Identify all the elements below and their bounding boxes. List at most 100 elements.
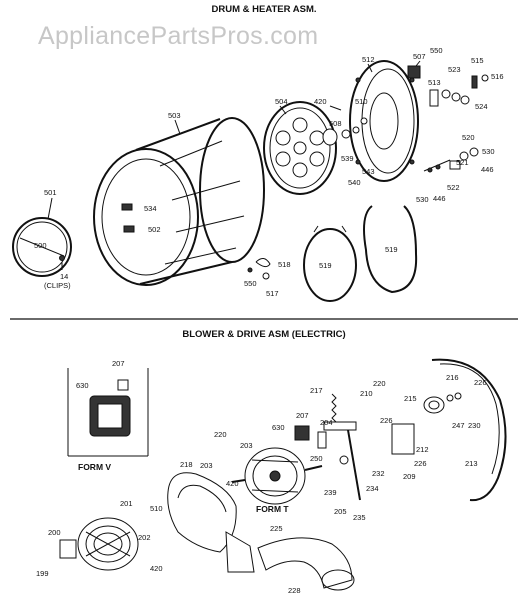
svg-text:539: 539	[341, 154, 354, 163]
svg-text:250: 250	[310, 454, 323, 463]
svg-text:220: 220	[373, 379, 386, 388]
svg-text:226: 226	[414, 459, 427, 468]
svg-text:217: 217	[310, 386, 323, 395]
svg-text:508: 508	[329, 119, 342, 128]
svg-text:239: 239	[324, 488, 337, 497]
form-t-label: FORM T	[256, 504, 289, 514]
form-v-label: FORM V	[78, 462, 111, 472]
svg-text:502: 502	[148, 225, 161, 234]
svg-text:519: 519	[319, 261, 332, 270]
blower-wheel	[77, 517, 139, 571]
svg-text:420: 420	[226, 479, 239, 488]
drum-seal-ring-group	[12, 217, 72, 277]
blower-housing	[167, 472, 237, 553]
svg-text:215: 215	[404, 394, 417, 403]
heater-element-519-left	[303, 225, 357, 302]
duct-elbow	[225, 531, 255, 573]
svg-text:507: 507	[413, 52, 426, 61]
exhaust-duct	[257, 537, 355, 591]
svg-text:523: 523	[448, 65, 461, 74]
svg-text:517: 517	[266, 289, 279, 298]
svg-text:518: 518	[278, 260, 291, 269]
svg-text:446: 446	[481, 165, 494, 174]
svg-text:235: 235	[353, 513, 366, 522]
drum-pulley	[423, 392, 462, 414]
svg-text:513: 513	[428, 78, 441, 87]
svg-text:521: 521	[456, 158, 469, 167]
svg-text:534: 534	[144, 204, 157, 213]
svg-text:230: 230	[468, 421, 481, 430]
svg-text:524: 524	[475, 102, 488, 111]
svg-text:510: 510	[150, 504, 163, 513]
svg-text:228: 228	[288, 586, 301, 595]
drum-part-numbers: 501 500 14 (CLIPS) 503 534 502 504 508 4…	[34, 46, 504, 298]
svg-text:201: 201	[120, 499, 133, 508]
bracket-215	[391, 423, 415, 455]
svg-text:630: 630	[76, 381, 89, 390]
drum-belt	[431, 358, 507, 502]
svg-text:500: 500	[34, 241, 47, 250]
svg-text:226: 226	[474, 378, 487, 387]
svg-text:207: 207	[112, 359, 125, 368]
svg-text:501: 501	[44, 188, 57, 197]
drum-cylinder	[93, 117, 265, 286]
svg-text:530: 530	[482, 147, 495, 156]
spring-217	[331, 393, 337, 423]
svg-text:543: 543	[362, 167, 375, 176]
svg-text:630: 630	[272, 423, 285, 432]
svg-text:550: 550	[244, 279, 257, 288]
heater-housing	[349, 60, 419, 182]
watermark: AppliancePartsPros.com	[38, 22, 318, 50]
clips-label: (CLIPS)	[44, 281, 71, 290]
svg-text:519: 519	[385, 245, 398, 254]
bracket-513	[429, 89, 439, 107]
svg-text:234: 234	[366, 484, 379, 493]
svg-text:420: 420	[314, 97, 327, 106]
svg-text:207: 207	[296, 411, 309, 420]
svg-text:247: 247	[452, 421, 465, 430]
svg-text:218: 218	[180, 460, 193, 469]
svg-text:216: 216	[446, 373, 459, 382]
bracket-200	[59, 539, 77, 559]
svg-text:14: 14	[60, 272, 68, 281]
blower-drive-title: BLOWER & DRIVE ASM (ELECTRIC)	[182, 329, 345, 340]
drum-heater-title: DRUM & HEATER ASM.	[211, 4, 316, 15]
form-v-inset: FORM V	[67, 368, 149, 472]
svg-text:232: 232	[372, 469, 385, 478]
svg-text:540: 540	[348, 178, 361, 187]
svg-text:204: 204	[320, 418, 333, 427]
blower-part-numbers: 207 630 220 203 203 420 218 630 207 204 …	[36, 359, 487, 595]
drive-motor: FORM T	[231, 447, 323, 514]
svg-text:220: 220	[214, 430, 227, 439]
svg-text:515: 515	[471, 56, 484, 65]
drum-leader-lines	[47, 60, 421, 270]
svg-text:205: 205	[334, 507, 347, 516]
svg-text:550: 550	[430, 46, 443, 55]
svg-text:200: 200	[48, 528, 61, 537]
svg-text:504: 504	[275, 97, 288, 106]
thermostat-507	[407, 65, 421, 79]
svg-text:213: 213	[465, 459, 478, 468]
svg-text:516: 516	[491, 72, 504, 81]
svg-text:212: 212	[416, 445, 429, 454]
svg-text:522: 522	[447, 183, 460, 192]
svg-text:530: 530	[416, 195, 429, 204]
svg-text:209: 209	[403, 472, 416, 481]
bearing-508	[322, 128, 338, 146]
svg-text:202: 202	[138, 533, 151, 542]
svg-text:210: 210	[360, 389, 373, 398]
svg-text:420: 420	[150, 564, 163, 573]
svg-text:199: 199	[36, 569, 49, 578]
svg-text:512: 512	[362, 55, 375, 64]
svg-text:520: 520	[462, 133, 475, 142]
svg-text:225: 225	[270, 524, 283, 533]
svg-text:203: 203	[200, 461, 213, 470]
svg-text:203: 203	[240, 441, 253, 450]
svg-text:503: 503	[168, 111, 181, 120]
svg-text:446: 446	[433, 194, 446, 203]
svg-text:226: 226	[380, 416, 393, 425]
idler-assembly	[323, 421, 361, 501]
clip-518	[255, 258, 271, 268]
drum-rear-head	[263, 101, 337, 195]
